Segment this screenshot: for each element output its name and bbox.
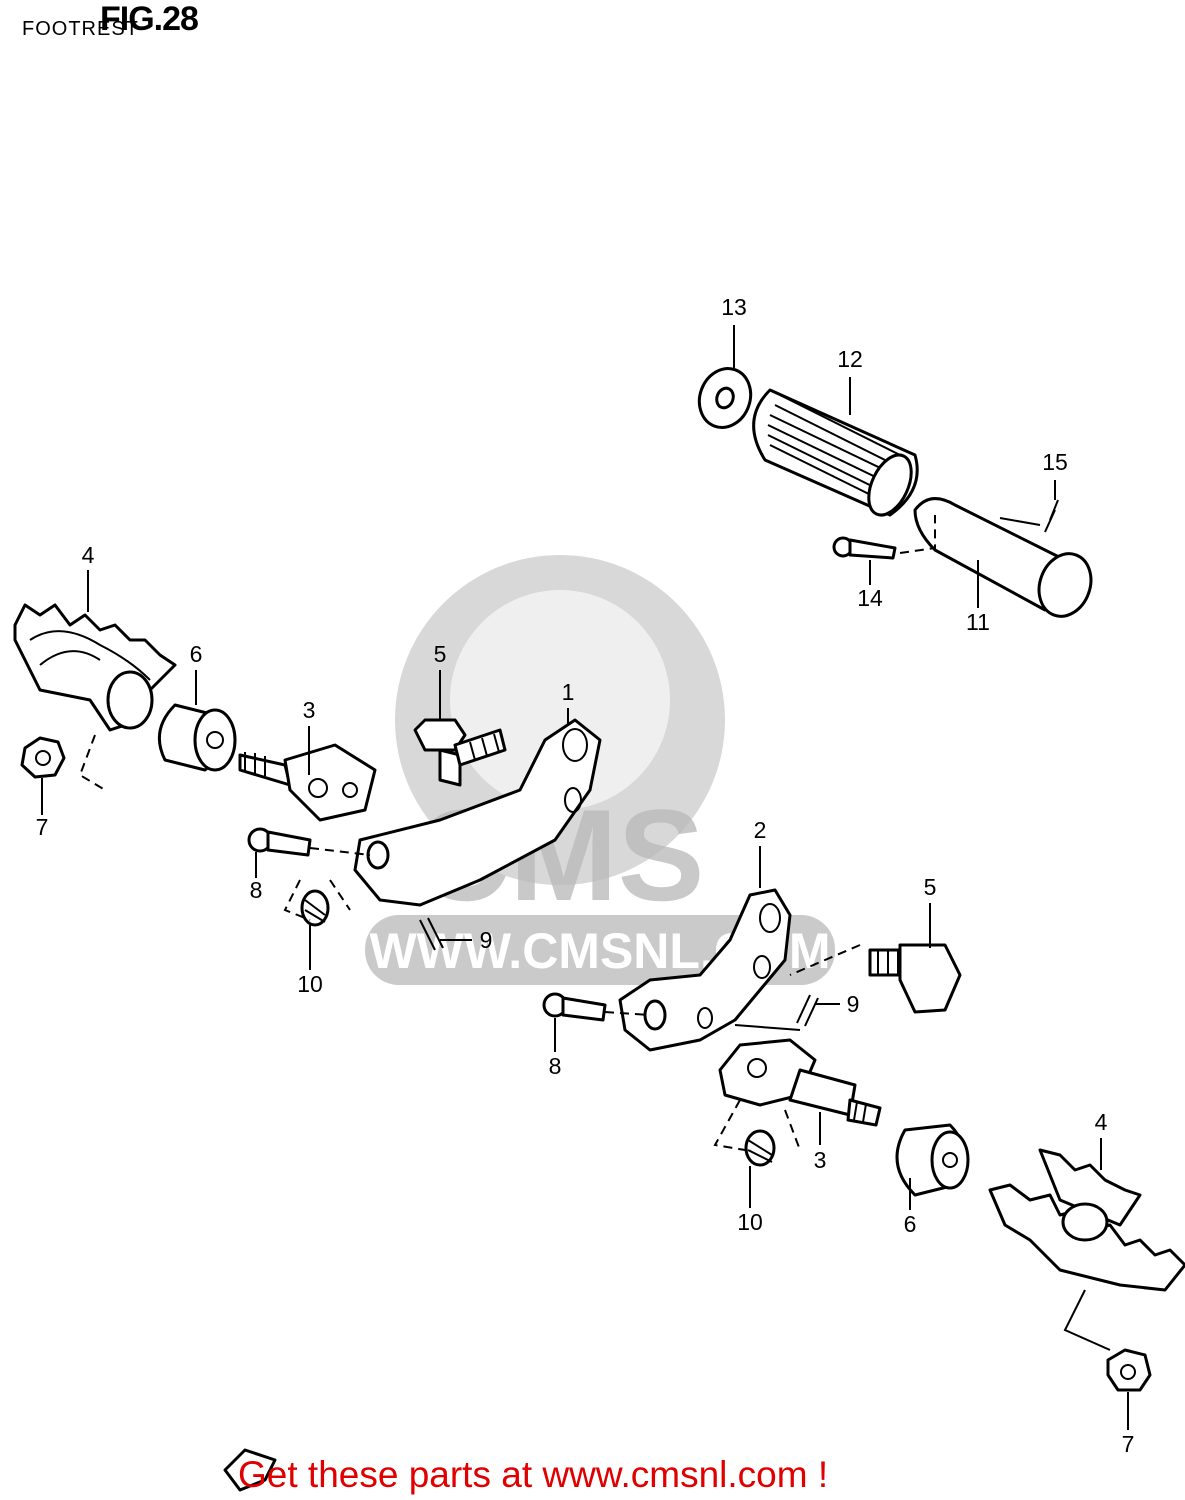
part-4-left-footpeg bbox=[13, 603, 177, 732]
part-15-cotter-pin bbox=[999, 499, 1059, 533]
part-2-right-bracket bbox=[618, 888, 792, 1052]
part-6-bushing-right bbox=[895, 1123, 970, 1197]
callout-12: 12 bbox=[837, 346, 863, 372]
callout-9-left: 9 bbox=[480, 927, 493, 953]
callout-2: 2 bbox=[754, 817, 767, 843]
callout-3-right: 3 bbox=[814, 1147, 827, 1173]
callout-8-left: 8 bbox=[250, 877, 263, 903]
callout-4-left: 4 bbox=[82, 542, 95, 568]
part-8-pin-right bbox=[542, 992, 651, 1022]
footer-link-text[interactable]: Get these parts at www.cmsnl.com ! bbox=[238, 1454, 829, 1495]
callout-14: 14 bbox=[857, 585, 883, 611]
part-5-bolt-right bbox=[789, 943, 962, 1014]
part-13-washer bbox=[697, 367, 753, 429]
callout-5-right: 5 bbox=[924, 874, 937, 900]
part-9-cotter-left bbox=[419, 917, 444, 951]
callout-10-right: 10 bbox=[737, 1209, 763, 1235]
part-10-spring-right bbox=[713, 1099, 801, 1167]
part-9-cotter-right bbox=[734, 994, 819, 1031]
callout-9-right: 9 bbox=[847, 991, 860, 1017]
part-5-bolt-left bbox=[413, 718, 507, 787]
part-11-peg bbox=[913, 497, 1093, 618]
callout-7-left: 7 bbox=[36, 814, 49, 840]
part-12-rubber-grip bbox=[752, 388, 919, 517]
callout-10-left: 10 bbox=[297, 971, 323, 997]
part-3-bracket-left bbox=[238, 743, 377, 822]
callout-5-left: 5 bbox=[434, 641, 447, 667]
part-14-pin bbox=[832, 515, 936, 560]
callout-6-left: 6 bbox=[190, 641, 203, 667]
figure-number: FIG.28 bbox=[100, 0, 199, 38]
part-10-spring-left bbox=[283, 879, 351, 927]
part-3-bracket-right bbox=[718, 1038, 882, 1127]
callout-6-right: 6 bbox=[904, 1211, 917, 1237]
callout-15: 15 bbox=[1042, 449, 1068, 475]
part-4-right-footpeg bbox=[988, 1148, 1185, 1292]
forward-arrow-icon bbox=[223, 1448, 277, 1492]
part-8-pin-left bbox=[247, 827, 371, 857]
callout-11: 11 bbox=[966, 609, 990, 635]
callout-7-right: 7 bbox=[1122, 1431, 1135, 1457]
callout-3-left: 3 bbox=[303, 697, 316, 723]
callout-4-right: 4 bbox=[1095, 1109, 1108, 1135]
part-1-left-bracket bbox=[353, 718, 602, 907]
part-7-nut-right bbox=[1063, 1289, 1152, 1392]
part-7-nut-left bbox=[20, 734, 106, 791]
callout-13: 13 bbox=[721, 294, 747, 320]
callout-8-right: 8 bbox=[549, 1053, 562, 1079]
part-6-bushing-left bbox=[157, 703, 237, 772]
callout-1: 1 bbox=[562, 679, 575, 705]
callouts: 13 12 15 14 11 4 6 5 1 3 7 8 9 10 2 5 9 bbox=[36, 294, 1135, 1457]
figure-title: FOOTREST bbox=[22, 18, 139, 40]
